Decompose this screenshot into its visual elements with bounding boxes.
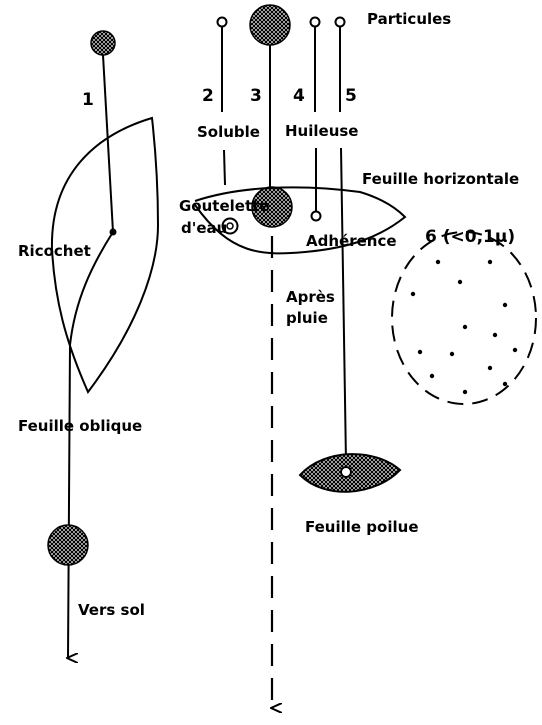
label-vers-sol: Vers sol bbox=[78, 601, 145, 619]
particle-2-small bbox=[218, 18, 227, 27]
label-number-2: 2 bbox=[202, 86, 214, 106]
particle-5-on-hairy-leaf bbox=[341, 467, 351, 477]
label-number-4: 4 bbox=[293, 86, 305, 106]
fine-particle bbox=[503, 303, 507, 307]
trajectory-1-to-ground bbox=[68, 345, 70, 658]
label-number-5: 5 bbox=[345, 86, 357, 106]
fine-particle bbox=[513, 348, 517, 352]
particle-5-small bbox=[336, 18, 345, 27]
fine-particle bbox=[450, 352, 454, 356]
label-apres: Après bbox=[286, 288, 335, 306]
fine-particle bbox=[488, 260, 492, 264]
fine-particle bbox=[463, 390, 467, 394]
label-particules: Particules bbox=[367, 10, 451, 28]
fine-particle-cloud bbox=[392, 232, 536, 404]
particle-3-large bbox=[250, 5, 290, 45]
label-pluie: pluie bbox=[286, 309, 328, 327]
fine-particle bbox=[430, 374, 434, 378]
label-feuille-horizontale: Feuille horizontale bbox=[362, 170, 519, 188]
fine-particle bbox=[458, 280, 462, 284]
label-goutelette: Goutelette bbox=[179, 197, 269, 215]
label-huileuse: Huileuse bbox=[285, 122, 358, 140]
label-ricochet: Ricochet bbox=[18, 242, 91, 260]
label-feuille-poilue: Feuille poilue bbox=[305, 518, 419, 536]
particle-4-adhered bbox=[312, 212, 321, 221]
ricochet-point bbox=[110, 229, 117, 236]
fine-particle bbox=[493, 333, 497, 337]
label-adherence: Adhérence bbox=[306, 232, 397, 250]
label-number-1: 1 bbox=[82, 90, 94, 110]
trajectory-2-lower bbox=[224, 150, 225, 185]
label-soluble: Soluble bbox=[197, 123, 260, 141]
particle-4-small bbox=[311, 18, 320, 27]
particle-1-deposited bbox=[48, 525, 88, 565]
fine-particle bbox=[411, 292, 415, 296]
label-d-eau: d'eau bbox=[181, 219, 227, 237]
label-feuille-oblique: Feuille oblique bbox=[18, 417, 142, 435]
fine-particle bbox=[503, 382, 507, 386]
fine-particle bbox=[463, 325, 467, 329]
label-number-3: 3 bbox=[250, 86, 262, 106]
fine-particle bbox=[418, 350, 422, 354]
fine-particle bbox=[488, 366, 492, 370]
fine-particle bbox=[436, 260, 440, 264]
water-droplet-inner bbox=[227, 223, 233, 229]
trajectory-5-lower bbox=[341, 148, 346, 462]
fine-particle-dots bbox=[411, 260, 517, 394]
trajectory-1-incoming bbox=[103, 55, 113, 232]
label-number-6: 6 (<0,1µ) bbox=[425, 227, 515, 247]
particle-1-large bbox=[91, 31, 115, 55]
